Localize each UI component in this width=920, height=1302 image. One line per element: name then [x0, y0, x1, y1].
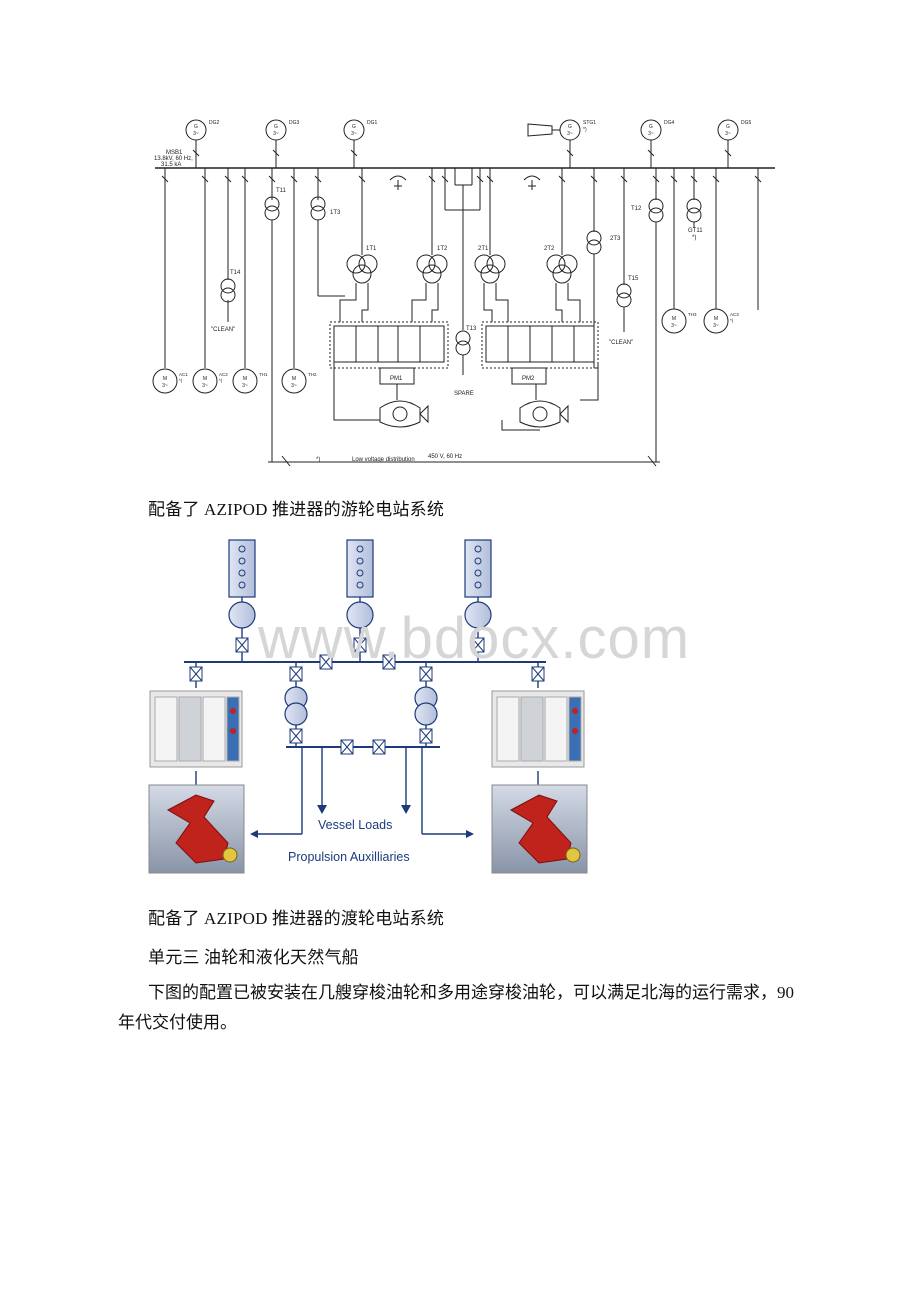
svg-text:T14: T14: [230, 270, 241, 276]
svg-text:DG2: DG2: [209, 120, 220, 126]
svg-text:2T1: 2T1: [478, 246, 489, 252]
motor-th3: [661, 308, 687, 334]
svg-text:MSB1: MSB1: [166, 150, 183, 156]
generator-dg4: [640, 119, 662, 141]
svg-text:"CLEAN": "CLEAN": [211, 327, 235, 333]
svg-text:M: M: [714, 316, 718, 322]
svg-text:3~: 3~: [648, 131, 654, 137]
svg-text:*): *): [692, 235, 696, 241]
svg-text:1T2: 1T2: [437, 246, 448, 252]
generator-3: [464, 601, 492, 629]
motor-ac1: [152, 368, 178, 394]
svg-text:T15: T15: [628, 276, 639, 282]
svg-text:"CLEAN": "CLEAN": [609, 340, 633, 346]
svg-text:3~: 3~: [291, 383, 297, 389]
svg-text:Propulsion Auxilliaries: Propulsion Auxilliaries: [288, 850, 410, 864]
svg-text:PM2: PM2: [522, 376, 535, 382]
svg-text:450 V, 60 Hz: 450 V, 60 Hz: [428, 454, 462, 460]
generator-dg3: [265, 119, 287, 141]
svg-text:*): *): [179, 378, 183, 383]
svg-text:G: G: [274, 124, 278, 130]
motor-th1: [232, 368, 258, 394]
svg-text:3~: 3~: [671, 323, 677, 329]
steam-turbine-icon: [527, 123, 553, 137]
svg-text:M: M: [163, 376, 167, 382]
motor-ac3: [703, 308, 729, 334]
svg-text:G: G: [194, 124, 198, 130]
svg-text:M: M: [672, 316, 676, 322]
caption-cruise-diagram: 配备了 AZIPOD 推进器的游轮电站系统: [148, 500, 445, 519]
svg-text:DG4: DG4: [664, 120, 675, 126]
svg-text:T12: T12: [631, 206, 642, 212]
ferry-power-diagram: Vessel Loads Propulsion Auxilliaries: [148, 539, 588, 874]
pod-motor-right: [519, 400, 561, 428]
generator-dg5: [717, 119, 739, 141]
transformer-1t2: [416, 254, 448, 284]
svg-text:T13: T13: [466, 326, 477, 332]
svg-text:*): *): [583, 127, 587, 133]
generator-stg1: [559, 119, 581, 141]
svg-text:STG1: STG1: [583, 120, 596, 126]
svg-text:3~: 3~: [713, 323, 719, 329]
azipod-image-right: [491, 784, 588, 874]
svg-text:3~: 3~: [567, 131, 573, 137]
generator-2: [346, 601, 374, 629]
svg-text:3~: 3~: [351, 131, 357, 137]
svg-text:*): *): [219, 378, 223, 383]
svg-text:3~: 3~: [193, 131, 199, 137]
svg-text:DG5: DG5: [741, 120, 752, 126]
generator-dg2: [185, 119, 207, 141]
svg-text:3~: 3~: [725, 131, 731, 137]
svg-text:T11: T11: [276, 188, 287, 194]
svg-text:SPARE: SPARE: [454, 391, 474, 397]
svg-text:G: G: [726, 124, 730, 130]
pod-motor-left: [379, 400, 421, 428]
svg-text:Vessel Loads: Vessel Loads: [318, 818, 392, 832]
svg-text:G: G: [352, 124, 356, 130]
svg-text:*): *): [730, 318, 734, 323]
svg-text:1T1: 1T1: [366, 246, 377, 252]
transformer-2t1: [474, 254, 506, 284]
svg-text:2T3: 2T3: [610, 236, 621, 242]
svg-text:DG1: DG1: [367, 120, 378, 126]
svg-text:TH1: TH1: [259, 372, 268, 377]
motor-ac2: [192, 368, 218, 394]
svg-text:Low voltage distribution: Low voltage distribution: [352, 457, 415, 463]
svg-text:G: G: [649, 124, 653, 130]
converter-cabinet-left: [149, 690, 243, 768]
body-paragraph: 下图的配置已被安装在几艘穿梭油轮和多用途穿梭油轮，可以满足北海的运行需求，90 …: [118, 983, 794, 1032]
transformer-1t1: [346, 254, 378, 284]
svg-text:*): *): [316, 457, 320, 463]
svg-text:3~: 3~: [242, 383, 248, 389]
motor-th2: [281, 368, 307, 394]
svg-text:3~: 3~: [273, 131, 279, 137]
svg-text:TH3: TH3: [688, 312, 697, 317]
generator-dg1: [343, 119, 365, 141]
svg-text:PM1: PM1: [390, 376, 403, 382]
converter-cabinet-right: [491, 690, 585, 768]
svg-text:1T3: 1T3: [330, 210, 341, 216]
caption-ferry-diagram: 配备了 AZIPOD 推进器的渡轮电站系统: [148, 909, 445, 928]
svg-text:AC2: AC2: [219, 372, 228, 377]
svg-text:M: M: [292, 376, 296, 382]
azipod-image-left: [148, 784, 245, 874]
svg-text:DG3: DG3: [289, 120, 300, 126]
svg-text:TH2: TH2: [308, 372, 317, 377]
svg-text:2T2: 2T2: [544, 246, 555, 252]
svg-text:3~: 3~: [202, 383, 208, 389]
svg-text:M: M: [203, 376, 207, 382]
svg-text:31.5 kA: 31.5 kA: [161, 162, 181, 168]
svg-text:AC1: AC1: [179, 372, 188, 377]
svg-text:13.8kV, 60 Hz,: 13.8kV, 60 Hz,: [154, 156, 193, 162]
watermark: www.bdocx.com: [258, 606, 691, 671]
cruise-power-diagram: G 3~ G 3~ G 3~ G 3~ G 3~ G 3~ DG2 DG3 DG…: [152, 119, 775, 467]
generator-1: [228, 601, 256, 629]
transformer-2t2: [546, 254, 578, 284]
section-heading: 单元三 油轮和液化天然气船: [148, 948, 359, 967]
svg-text:GT11: GT11: [688, 228, 703, 234]
svg-text:3~: 3~: [162, 383, 168, 389]
svg-text:G: G: [568, 124, 572, 130]
svg-text:M: M: [243, 376, 247, 382]
svg-text:AC3: AC3: [730, 312, 739, 317]
